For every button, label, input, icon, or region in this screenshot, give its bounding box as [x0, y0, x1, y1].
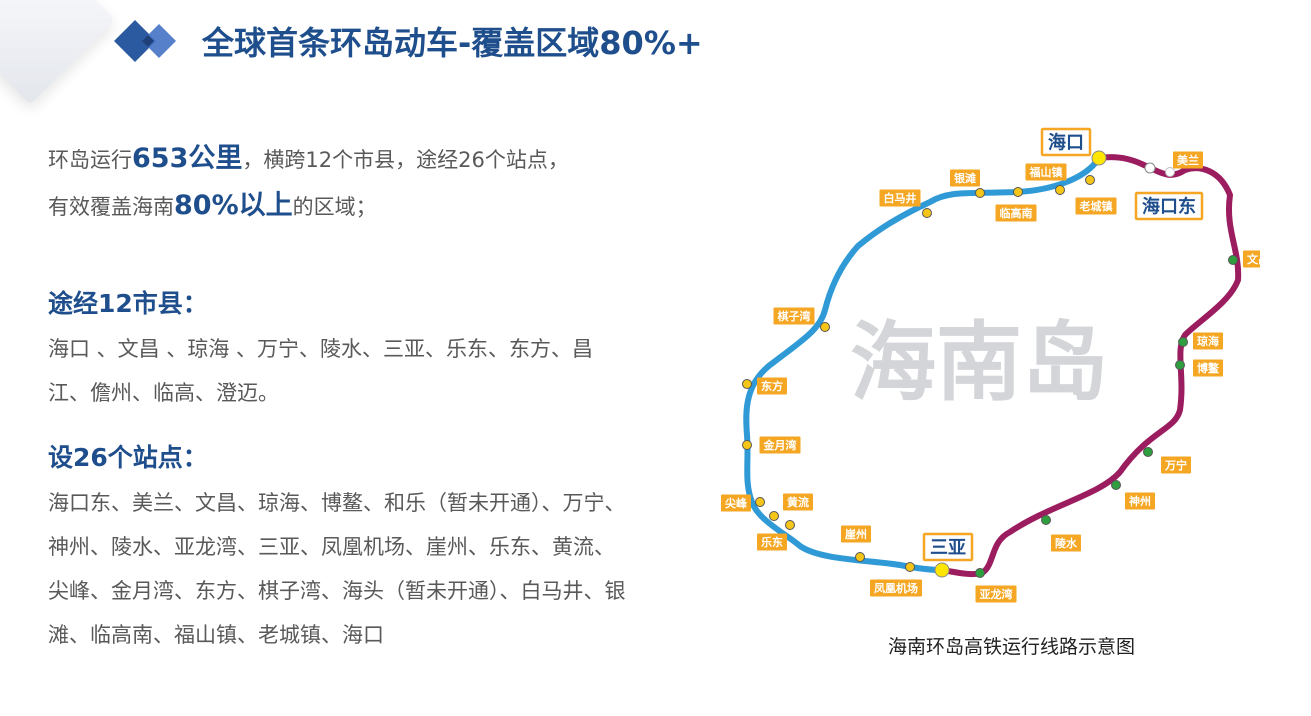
page-title: 全球首条环岛动车-覆盖区域80%+	[202, 24, 703, 62]
station-dot	[975, 568, 985, 578]
station-label: 福山镇	[1029, 165, 1063, 179]
station-dot	[742, 440, 752, 450]
station-label: 棋子湾	[777, 309, 811, 323]
station-label-box	[783, 493, 813, 511]
intro-text: 环岛运行653公里，横跨12个市县，途经26个站点， 有效覆盖海南80%以上的区…	[48, 136, 668, 230]
station-dot	[1143, 447, 1153, 457]
intro-line-2: 有效覆盖海南80%以上的区域；	[48, 190, 377, 221]
station-dot	[855, 552, 865, 562]
map-caption: 海南环岛高铁运行线路示意图	[888, 636, 1136, 658]
station-label-box	[995, 204, 1037, 222]
intro-line-1: 环岛运行653公里，横跨12个市县，途经26个站点，	[48, 143, 569, 174]
station-label: 亚龙湾	[980, 587, 1013, 601]
station-label-box	[759, 436, 801, 454]
station-label-box	[1193, 332, 1223, 350]
station-label-box	[1125, 492, 1155, 510]
major-station-dot	[1144, 162, 1156, 174]
station-label-box	[1243, 250, 1260, 268]
major-station-dot	[1091, 150, 1107, 166]
station-label-box	[870, 579, 922, 597]
corner-decoration	[0, 0, 115, 105]
station-dot	[975, 188, 985, 198]
station-label-box	[1173, 151, 1203, 169]
station-label: 崖州	[844, 527, 867, 541]
station-dot	[1178, 337, 1188, 347]
station-label-box	[975, 585, 1017, 603]
station-label-box	[1161, 456, 1191, 474]
title-diamond-icon	[114, 20, 176, 62]
major-station-dot	[934, 562, 950, 578]
station-dot	[1055, 185, 1065, 195]
station-label: 金月湾	[763, 438, 797, 452]
station-dot	[769, 511, 779, 521]
station-label-box	[1134, 191, 1204, 221]
station-label: 博鳌	[1197, 361, 1220, 375]
counties-heading: 途经12市县：	[48, 289, 208, 318]
station-label: 万宁	[1164, 458, 1187, 472]
station-dot	[922, 208, 932, 218]
station-dot	[1111, 480, 1121, 490]
station-label-box	[721, 494, 751, 512]
station-label: 海口东	[1142, 195, 1196, 217]
station-label-box	[950, 169, 980, 187]
station-label: 白马井	[884, 191, 917, 205]
distance-highlight: 653公里	[132, 143, 243, 174]
station-label: 银滩	[954, 171, 976, 185]
station-label-box	[1051, 534, 1081, 552]
station-label: 琼海	[1197, 334, 1219, 348]
station-dot	[1013, 187, 1023, 197]
station-label-box	[1193, 359, 1223, 377]
station-label: 美兰	[1177, 153, 1199, 167]
station-dot	[742, 379, 752, 389]
station-label-box	[773, 307, 815, 325]
station-label: 乐东	[761, 535, 783, 549]
station-label: 三亚	[930, 537, 966, 558]
station-dot	[785, 520, 795, 530]
station-label: 东方	[761, 379, 783, 393]
stations-list: 海口东、美兰、文昌、琼海、博鳌、和乐（暂未开通）、万宁、神州、陵水、亚龙湾、三亚…	[48, 491, 626, 647]
station-label-box	[879, 189, 921, 207]
station-label: 老城镇	[1079, 199, 1113, 213]
station-label-box	[841, 525, 871, 543]
station-dot	[1085, 175, 1095, 185]
coverage-highlight: 80%以上	[174, 190, 293, 221]
station-label: 黄流	[787, 495, 809, 509]
station-dot	[820, 322, 830, 332]
station-label: 海口	[1048, 131, 1084, 153]
station-label: 临高南	[1000, 206, 1033, 220]
stations-heading: 设26个站点：	[48, 443, 208, 472]
station-label-box	[1025, 163, 1067, 181]
station-dot	[1228, 255, 1238, 265]
station-label-box	[757, 533, 787, 551]
station-dot	[755, 497, 765, 507]
station-label: 文昌	[1247, 252, 1260, 266]
island-label: 海南岛	[850, 313, 1108, 413]
station-dot	[905, 562, 915, 572]
station-dot	[1175, 360, 1185, 370]
station-label-box	[1075, 197, 1117, 215]
station-dot	[1041, 515, 1051, 525]
station-label: 尖峰	[725, 496, 748, 510]
station-label: 陵水	[1055, 536, 1078, 550]
station-label-box	[757, 377, 787, 395]
station-label: 凤凰机场	[874, 581, 918, 595]
station-label-box	[1040, 127, 1092, 157]
station-label-box	[922, 532, 974, 562]
station-dot	[1165, 167, 1175, 177]
west-rail-line	[743, 155, 1102, 573]
counties-list: 海口 、文昌 、琼海 、万宁、陵水、三亚、乐东、东方、昌江、儋州、临高、澄迈。	[48, 337, 594, 405]
station-label: 神州	[1129, 494, 1151, 508]
